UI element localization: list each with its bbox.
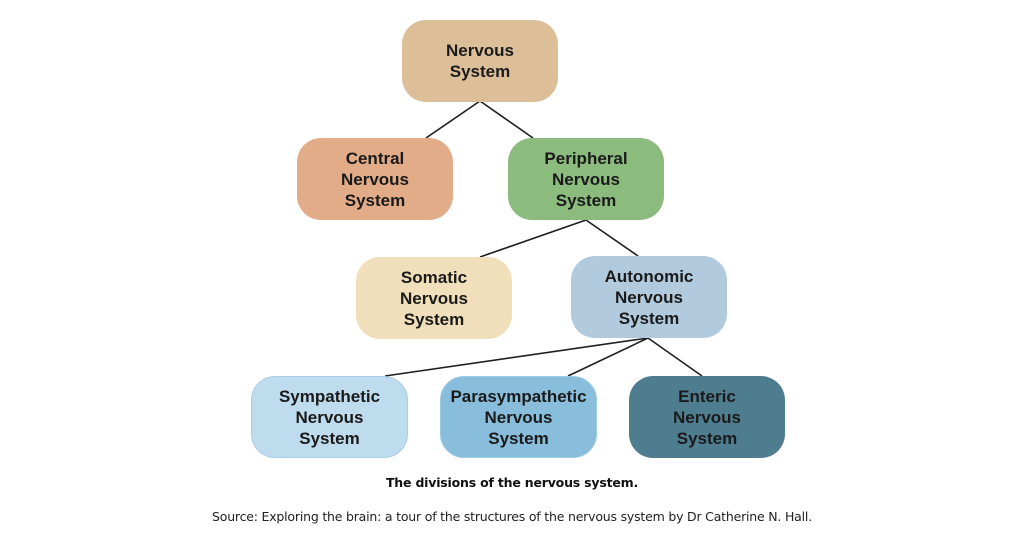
node-label: Enteric Nervous System	[672, 386, 742, 448]
node-somatic-nervous-system: Somatic Nervous System	[356, 257, 512, 339]
node-label: Peripheral Nervous System	[544, 148, 628, 210]
connector-peripheral-to-somatic	[479, 219, 587, 258]
node-peripheral-nervous-system: Peripheral Nervous System	[508, 138, 664, 220]
node-label: Parasympathetic Nervous System	[450, 386, 587, 448]
connector-autonomic-to-sympathetic	[384, 337, 649, 377]
node-label: Nervous System	[445, 41, 515, 81]
node-label: Autonomic Nervous System	[604, 266, 694, 328]
node-central-nervous-system: Central Nervous System	[297, 138, 453, 220]
node-label: Central Nervous System	[340, 148, 410, 210]
figure-caption-source: Source: Exploring the brain: a tour of t…	[212, 509, 812, 524]
connector-autonomic-to-parasympathetic	[567, 337, 649, 377]
connector-peripheral-to-autonomic	[585, 219, 639, 257]
connector-nervous-to-peripheral	[479, 100, 534, 139]
connector-autonomic-to-enteric	[647, 337, 703, 377]
node-label: Somatic Nervous System	[399, 267, 469, 329]
connector-nervous-to-central	[425, 100, 481, 139]
figure-caption-title: The divisions of the nervous system.	[385, 475, 639, 490]
node-nervous-system: Nervous System	[402, 20, 558, 102]
node-label: Sympathetic Nervous System	[278, 386, 381, 448]
node-parasympathetic-nervous-system: Parasympathetic Nervous System	[440, 376, 597, 458]
node-autonomic-nervous-system: Autonomic Nervous System	[571, 256, 727, 338]
node-sympathetic-nervous-system: Sympathetic Nervous System	[251, 376, 408, 458]
node-enteric-nervous-system: Enteric Nervous System	[629, 376, 785, 458]
